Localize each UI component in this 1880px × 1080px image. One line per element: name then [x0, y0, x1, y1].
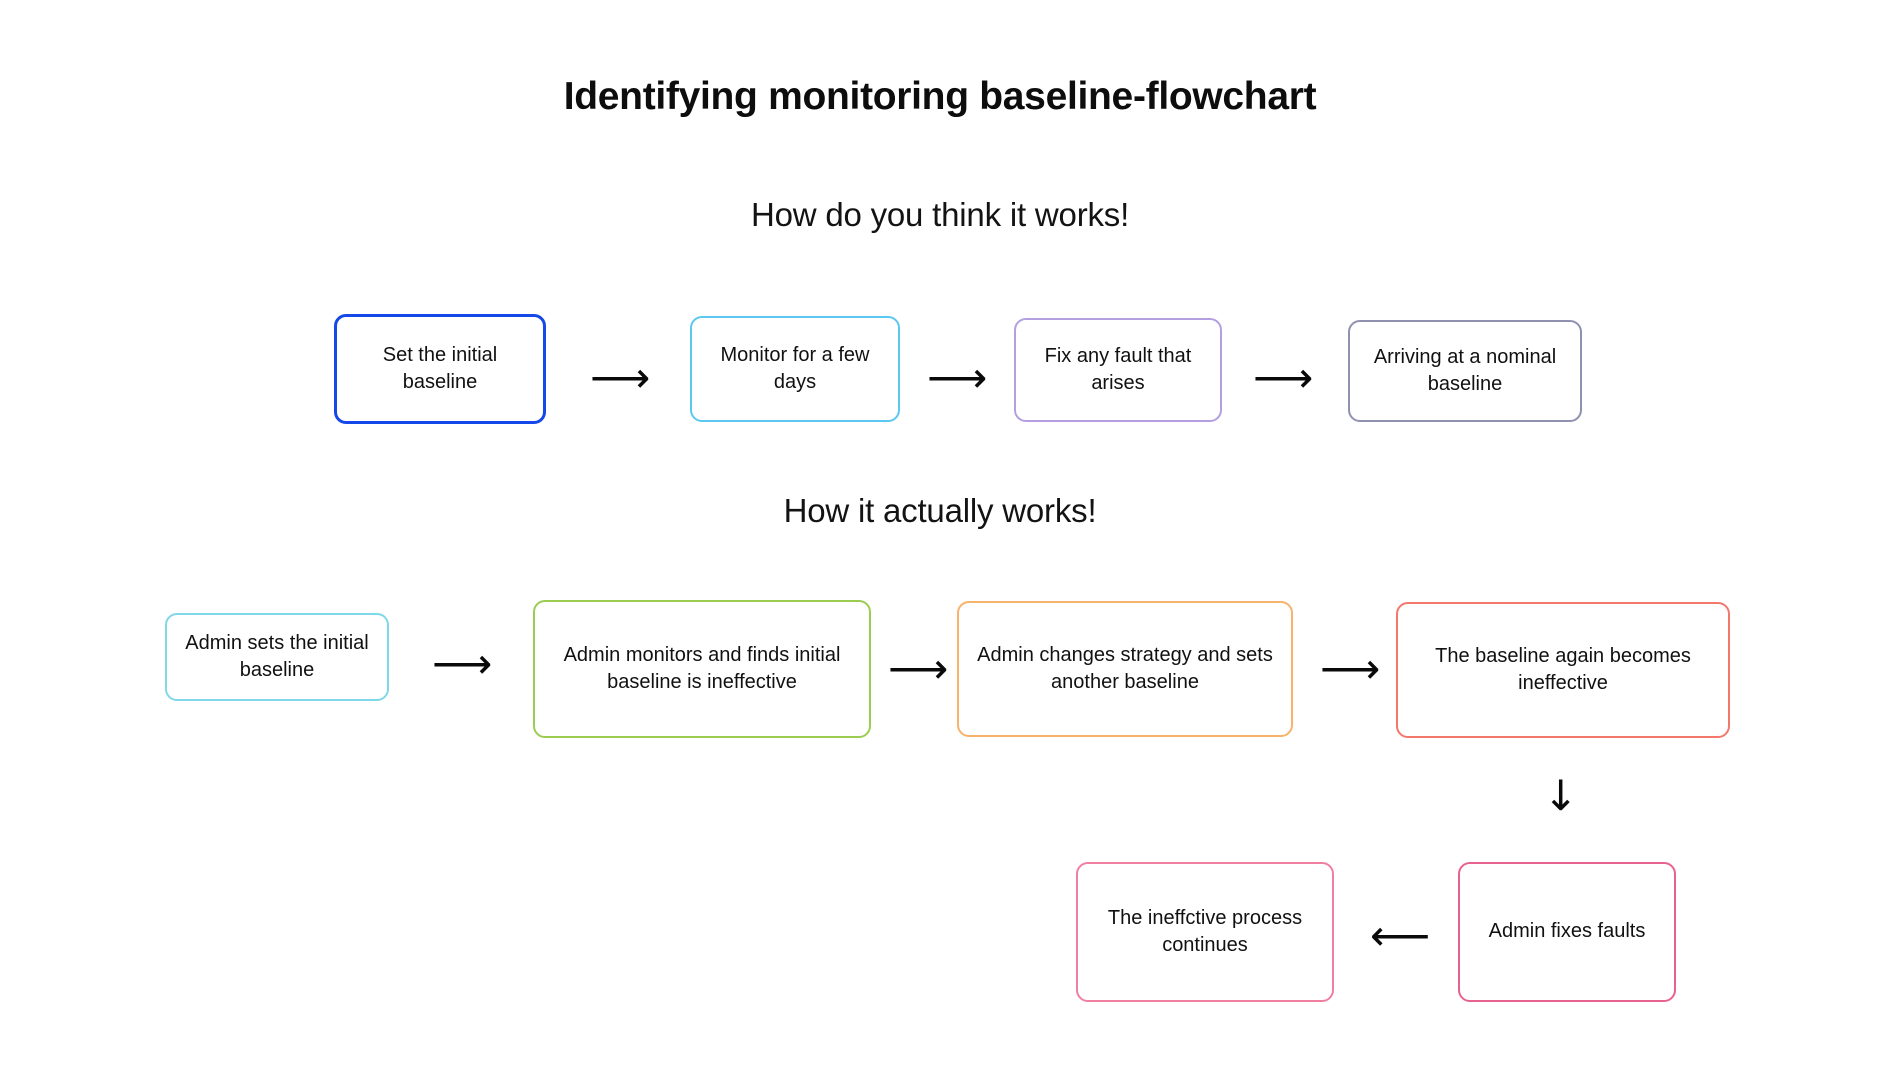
node-label: Admin changes strategy and sets another …	[977, 643, 1273, 693]
node-label: Arriving at a nominal baseline	[1373, 345, 1557, 395]
section-heading-actual: How it actually works!	[783, 492, 1097, 529]
node-admin-monitors-finds-ineffective[interactable]: Admin monitors and finds initial baselin…	[533, 600, 871, 738]
node-label: The baseline again becomes ineffective	[1435, 644, 1691, 694]
node-label: The ineffctive process continues	[1107, 906, 1303, 956]
node-admin-changes-strategy[interactable]: Admin changes strategy and sets another …	[957, 601, 1293, 737]
arrow-right-icon: ⟶	[432, 639, 493, 688]
node-label: Admin sets the initial baseline	[185, 631, 369, 681]
node-arriving-nominal-baseline[interactable]: Arriving at a nominal baseline	[1348, 320, 1582, 422]
page-title: Identifying monitoring baseline-flowchar…	[563, 75, 1317, 118]
arrow-right-icon: ⟶	[888, 644, 949, 693]
arrow-down-icon: ↓	[1543, 771, 1579, 820]
arrow-right-icon: ⟶	[590, 353, 651, 402]
node-label: Admin fixes faults	[1488, 920, 1646, 943]
arrow-left-icon: ⟵	[1370, 911, 1431, 960]
node-set-initial-baseline[interactable]: Set the initial baseline	[334, 314, 546, 424]
arrow-right-icon: ⟶	[927, 353, 988, 402]
arrow-right-icon: ⟶	[1253, 353, 1314, 402]
node-baseline-again-ineffective[interactable]: The baseline again becomes ineffective	[1396, 602, 1730, 738]
arrow-right-icon: ⟶	[1320, 644, 1381, 693]
node-admin-sets-initial-baseline[interactable]: Admin sets the initial baseline	[165, 613, 389, 701]
node-label: Fix any fault that arises	[1044, 344, 1192, 394]
node-label: Set the initial baseline	[382, 343, 498, 393]
section-heading-expected: How do you think it works!	[750, 196, 1130, 233]
node-monitor-few-days[interactable]: Monitor for a few days	[690, 316, 900, 422]
node-label: Admin monitors and finds initial baselin…	[563, 643, 841, 693]
node-fix-any-fault[interactable]: Fix any fault that arises	[1014, 318, 1222, 422]
node-ineffective-process-continues[interactable]: The ineffctive process continues	[1076, 862, 1334, 1002]
node-admin-fixes-faults[interactable]: Admin fixes faults	[1458, 862, 1676, 1002]
node-label: Monitor for a few days	[720, 343, 870, 393]
